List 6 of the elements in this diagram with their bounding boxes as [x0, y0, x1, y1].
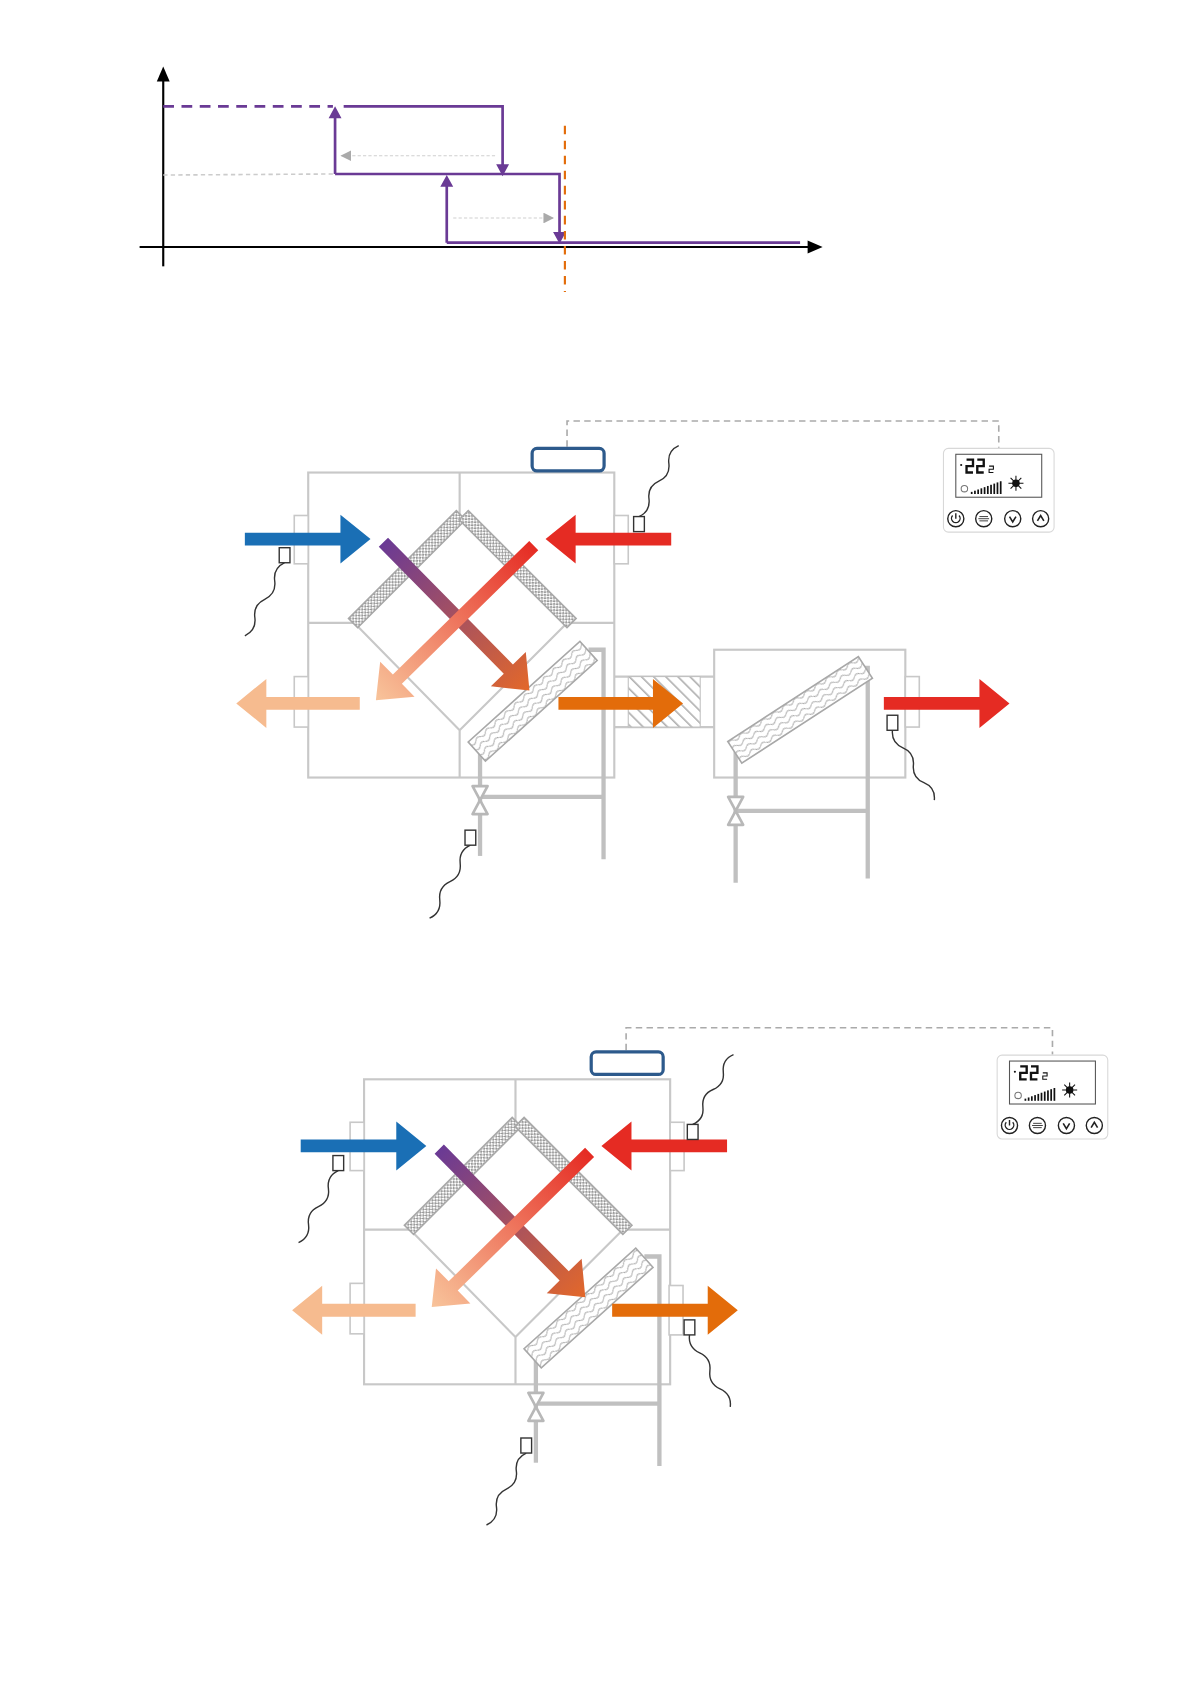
- signal-cable: [566, 420, 1000, 449]
- signal-cable: [625, 1026, 1054, 1056]
- room-controller: [942, 447, 1055, 533]
- room-controller: [996, 1054, 1109, 1140]
- control-module-box: [530, 446, 606, 473]
- control-module-box: [589, 1050, 665, 1077]
